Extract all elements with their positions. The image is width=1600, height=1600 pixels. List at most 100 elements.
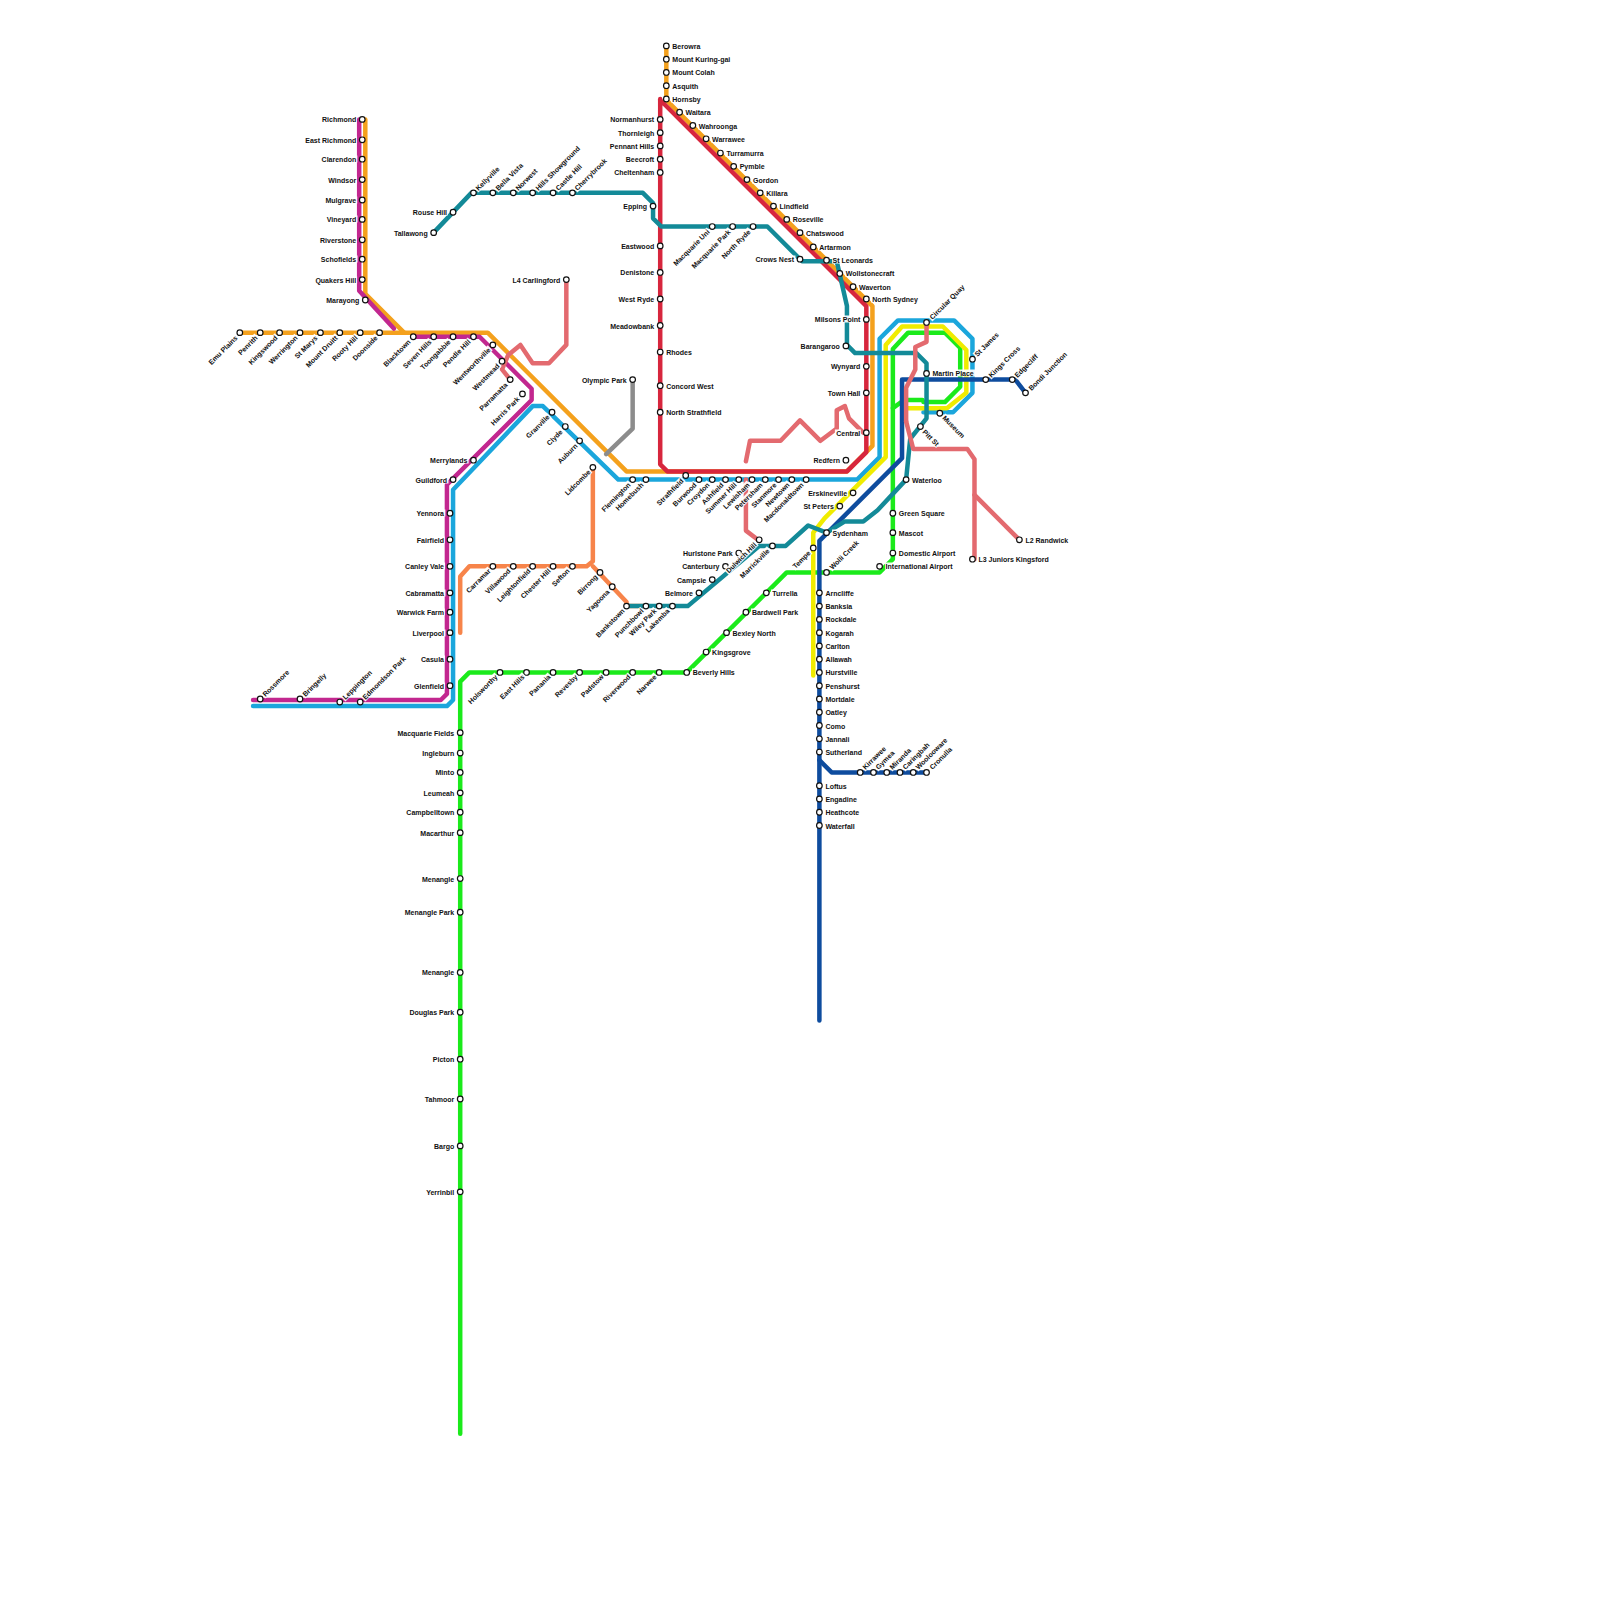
station-dot [656,670,662,676]
station-label: Lidcombe [563,468,593,498]
station-dot [843,343,849,349]
station-dot [817,656,823,662]
station-dot [684,670,690,676]
station-dot [457,830,463,836]
rail-line [434,193,927,606]
station-dot [817,796,823,802]
station-label: East Richmond [304,136,357,143]
station-dot [723,477,729,483]
station-dot [784,217,790,223]
station-dot [457,909,463,915]
station-dot [363,297,369,303]
station-label: Canley Vale [404,563,445,570]
station-dot [664,43,670,49]
station-dot [570,190,576,196]
station-label: Panania [527,673,552,698]
station-label: Circular Quay [927,283,966,322]
station-dot [924,770,930,776]
station-dot [903,477,909,483]
station-label: Auburn [555,441,579,465]
station-dot [457,1143,463,1149]
station-dot [447,590,453,596]
station-dot [817,630,823,636]
station-dot [577,438,583,444]
station-dot [817,643,823,649]
station-label: Mortdale [824,695,855,702]
station-label: Asquith [671,82,699,89]
station-dot [624,603,630,609]
station-label: Kingsgrove [711,649,752,656]
station-label: Barangaroo [800,342,841,349]
rail-line [460,400,922,1434]
station-dot [910,770,916,776]
station-dot [457,730,463,736]
station-label: Macarthur [419,829,455,836]
station-dot [431,334,437,340]
station-dot [724,630,730,636]
station-dot [709,577,715,583]
station-label: Rouse Hill [412,209,448,216]
station-label: L3 Juniors Kingsford [977,556,1049,563]
station-dot [703,649,709,655]
station-dot [877,564,883,570]
station-dot [457,876,463,882]
station-dot [864,430,870,436]
station-label: Turrella [771,589,798,596]
station-dot [864,390,870,396]
station-label: Penshurst [824,682,860,689]
station-dot [359,277,365,283]
station-label: Hornsby [671,95,701,102]
rail-line [502,280,566,380]
station-label: Como [824,722,846,729]
station-label: Emu Plains [206,333,239,366]
station-dot [550,670,556,676]
station-dot [983,377,989,383]
station-dot [530,190,536,196]
station-dot [507,377,513,383]
station-label: East Hills [497,673,526,702]
station-dot [550,190,556,196]
station-label: Menangle [421,875,455,882]
station-dot [643,477,649,483]
station-dot [850,490,856,496]
station-dot [297,696,303,702]
station-dot [457,770,463,776]
station-dot [457,809,463,815]
station-dot [590,465,596,471]
station-dot [789,477,795,483]
station-label: Douglas Park [408,1009,455,1016]
station-label: Jannali [824,735,850,742]
station-dot [657,130,663,136]
station-label: Redfern [812,457,840,464]
station-label: Erskineville [807,489,848,496]
station-label: Beverly Hills [692,669,736,676]
station-dot [357,330,363,336]
station-dot [664,96,670,102]
station-dot [471,457,477,463]
station-label: Killara [765,189,788,196]
station-label: Heathcote [824,809,860,816]
station-dot [683,473,689,479]
station-dot [837,271,843,277]
station-dot [924,371,930,377]
station-dot [657,243,663,249]
station-label: Ingleburn [421,750,455,757]
station-dot [664,70,670,76]
station-label: Sydenham [832,529,869,536]
station-label: Wahroonga [698,122,738,129]
station-label: Riverstone [319,236,357,243]
station-label: Guildford [415,476,449,483]
station-label: Yerrinbil [425,1188,455,1195]
station-label: Lindfield [778,203,809,210]
station-label: Gordon [752,176,779,183]
station-label: Liverpool [411,629,445,636]
station-dot [756,537,762,543]
station-label: Banksia [824,603,853,610]
station-dot [630,377,636,383]
station-label: Roseville [792,216,825,223]
station-label: Allawah [824,656,852,663]
station-dot [709,224,715,230]
station-label: Marayong [325,297,360,304]
station-dot [359,177,365,183]
station-label: Bringelly [301,671,329,699]
